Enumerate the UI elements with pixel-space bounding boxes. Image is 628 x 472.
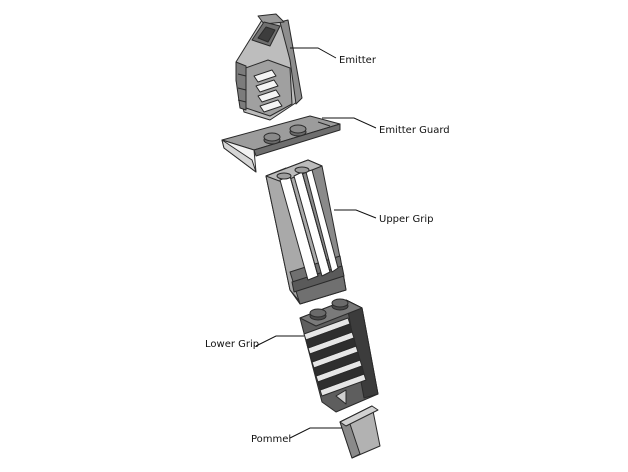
leader-upper-grip [334,209,377,219]
label-lower-grip: Lower Grip [205,339,259,350]
labels: Emitter Emitter Guard Upper Grip Lower G… [205,55,450,445]
leader-pommel [289,427,342,439]
leader-emitter-guard [322,117,377,129]
label-emitter: Emitter [339,55,377,66]
pommel-part [339,405,381,459]
leader-lines [255,47,377,439]
leader-lower-grip [255,335,304,347]
lower-grip-part [299,298,379,413]
label-upper-grip: Upper Grip [379,214,433,225]
leader-emitter [290,47,337,59]
label-emitter-guard: Emitter Guard [379,125,450,136]
upper-grip-part [265,159,347,305]
emitter-guard-part [221,115,341,173]
label-pommel: Pommel [251,434,291,445]
emitter-part [235,13,303,121]
